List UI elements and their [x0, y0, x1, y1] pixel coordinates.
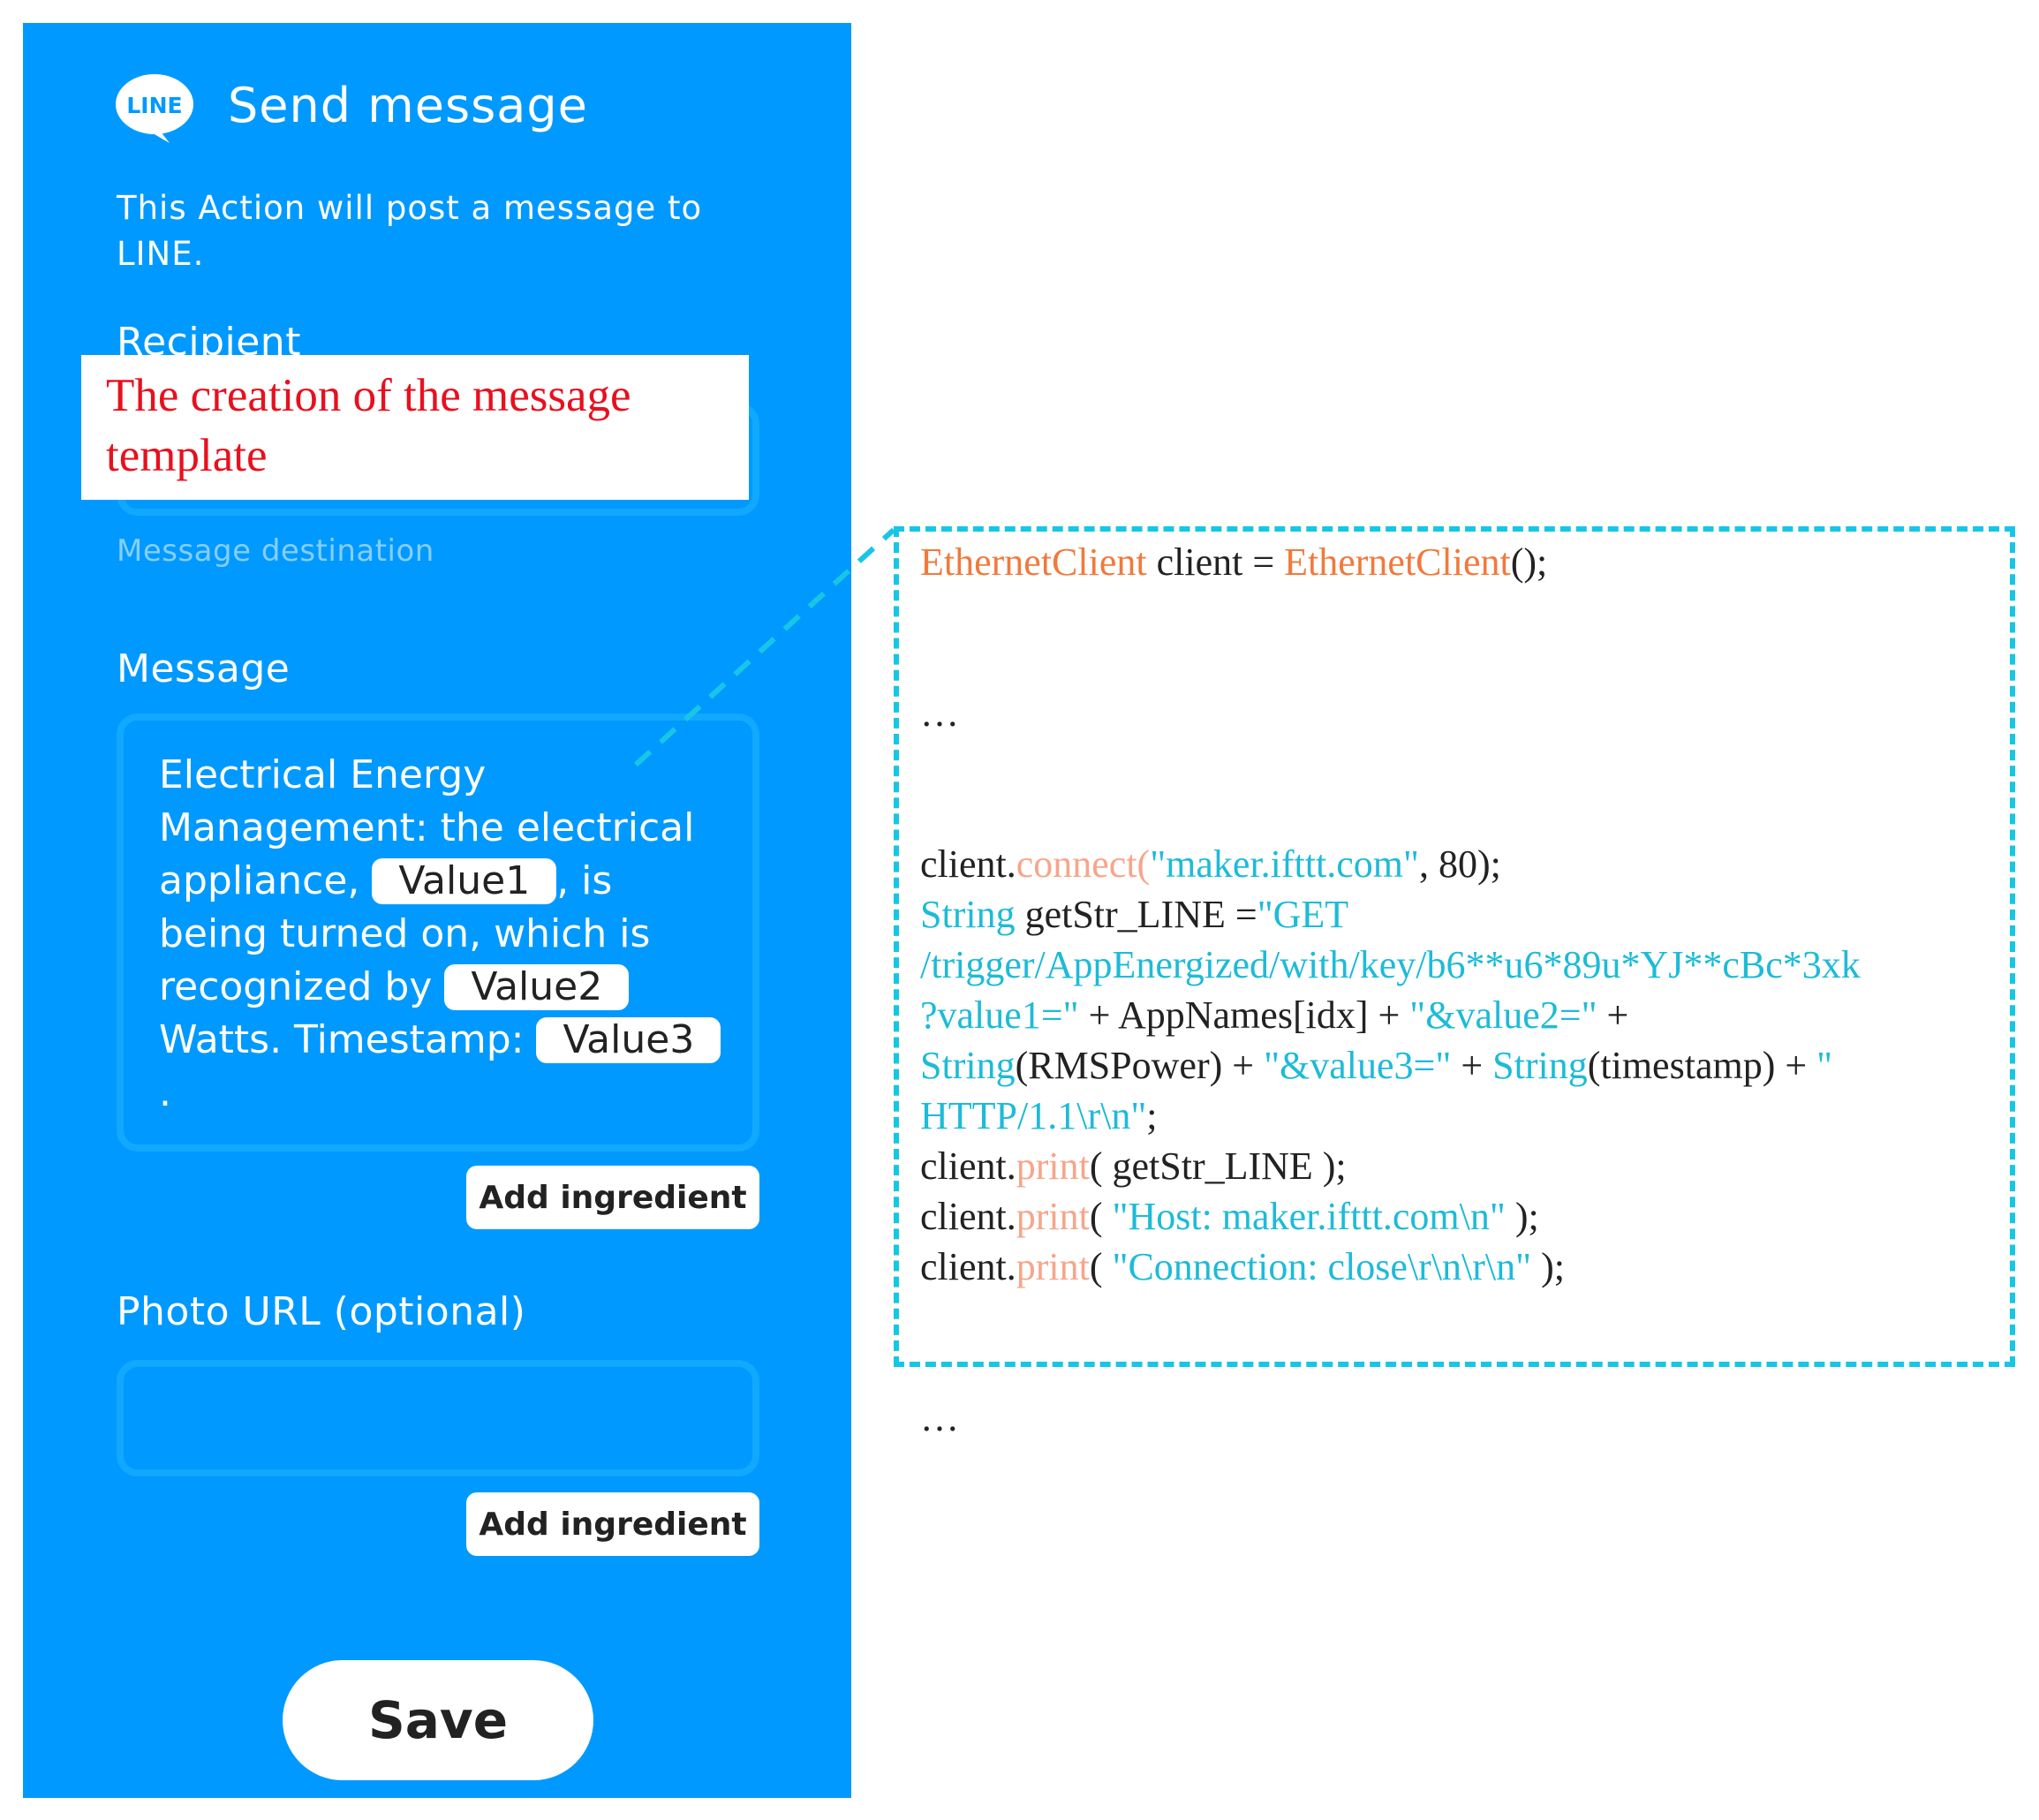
code-line-8: HTTP/1.1\r\n";	[920, 1094, 1158, 1137]
annotation-callout: The creation of the message template	[81, 355, 749, 500]
save-button[interactable]: Save	[283, 1660, 593, 1780]
action-description: This Action will post a message to LINE.	[117, 189, 703, 273]
code-ellipsis-1: …	[920, 691, 959, 735]
code-snippet: EthernetClient client = EthernetClient()…	[920, 537, 2015, 1443]
code-line-4: String getStr_LINE ="GET	[920, 893, 1349, 936]
code-line-6: ?value1=" + AppNames[idx] + "&value2=" +	[920, 993, 1629, 1037]
code-line-3: client.connect("maker.ifttt.com", 80);	[920, 842, 1501, 886]
connector-line	[633, 527, 896, 767]
code-ellipsis-2: …	[920, 1396, 959, 1439]
code-box	[894, 526, 2015, 1367]
code-line-9: client.print( getStr_LINE );	[920, 1144, 1347, 1188]
add-ingredient-button-photo[interactable]: Add ingredient	[466, 1492, 759, 1556]
ingredient-value2[interactable]: Value2	[444, 964, 630, 1010]
line-logo-icon: LINE	[116, 74, 193, 143]
photo-url-label: Photo URL (optional)	[117, 1289, 526, 1334]
code-line-11: client.print( "Connection: close\r\n\r\n…	[920, 1245, 1566, 1288]
code-line-1: EthernetClient client = EthernetClient()…	[920, 540, 1548, 584]
ingredient-value1[interactable]: Value1	[372, 858, 557, 904]
message-text: Electrical Energy Management: the electr…	[159, 749, 733, 1120]
logo-text: LINE	[126, 93, 182, 118]
recipient-hint: Message destination	[117, 533, 434, 569]
photo-url-field[interactable]	[117, 1360, 759, 1476]
message-field[interactable]	[117, 714, 759, 1152]
code-line-7: String(RMSPower) + "&value3=" + String(t…	[920, 1044, 1833, 1087]
ingredient-value3[interactable]: Value3	[536, 1017, 721, 1063]
message-label: Message	[117, 646, 291, 691]
code-line-10: client.print( "Host: maker.ifttt.com\n" …	[920, 1195, 1539, 1238]
code-line-5: /trigger/AppEnergized/with/key/b6**u6*89…	[920, 943, 1861, 986]
add-ingredient-button-message[interactable]: Add ingredient	[466, 1166, 759, 1229]
action-title: Send message	[228, 78, 588, 133]
